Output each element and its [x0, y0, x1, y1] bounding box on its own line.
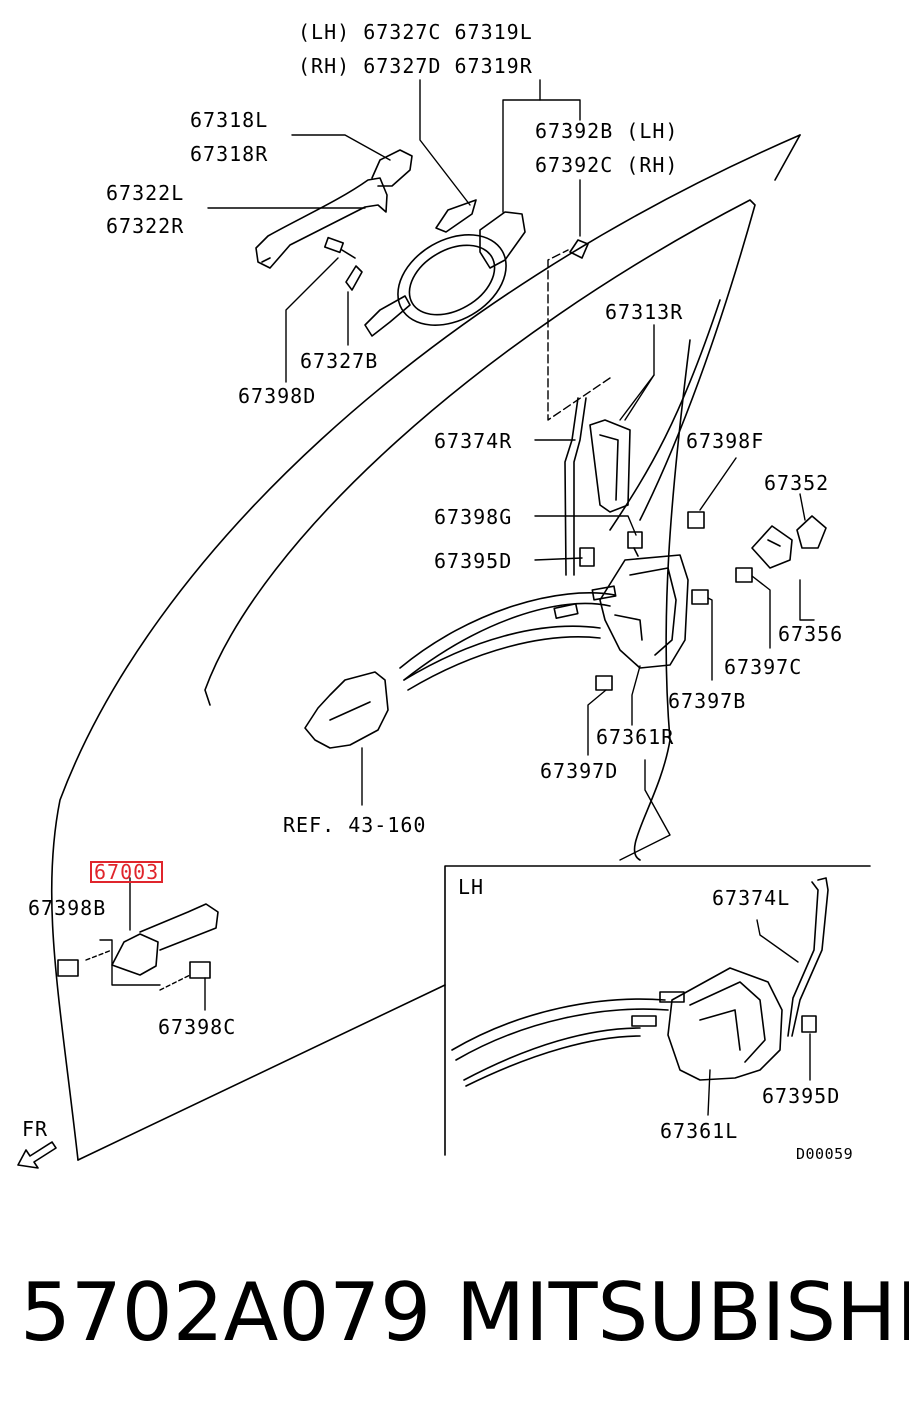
handle-cap-icon: [435, 199, 477, 233]
label-67361l: 67361L: [660, 1119, 739, 1143]
cable-upper-2: [403, 602, 611, 681]
label-ref-43-160: REF. 43-160: [283, 813, 427, 837]
label-d00059: D00059: [796, 1145, 854, 1163]
label-67398b: 67398B: [28, 896, 107, 920]
cable-lh-lower-2: [465, 1035, 641, 1087]
screw-67398f-icon: [687, 511, 705, 529]
cable-lower: [403, 625, 601, 681]
leader-lines-lh: [707, 919, 811, 1116]
cable-lh-upper-2: [455, 1008, 669, 1061]
label-fr: FR: [22, 1117, 49, 1141]
door-outline: [50, 134, 801, 1161]
bolt-67398b-icon: [57, 959, 79, 977]
brand-name: MITSUBISHI: [456, 1266, 909, 1359]
label-67361r: 67361R: [596, 725, 675, 749]
label-67327b: 67327B: [300, 349, 379, 373]
bolt-67398d-icon: [323, 236, 356, 259]
cable-lh-upper: [451, 998, 666, 1051]
window-inner-edge: [609, 299, 721, 531]
label-67398g: 67398G: [434, 505, 513, 529]
cable-end-fitting: [553, 603, 579, 619]
label-67398d: 67398D: [238, 384, 317, 408]
door-latch-67361r-icon: [599, 554, 689, 669]
window-glass-outline: [204, 199, 756, 706]
clip-67327b-icon: [345, 265, 363, 291]
label-67398c: 67398C: [158, 1015, 237, 1039]
link-67313r-icon: [589, 419, 631, 513]
label-67318l: 67318L: [190, 108, 269, 132]
screw-67397d-icon: [595, 675, 613, 691]
cable-lower-2: [407, 636, 601, 691]
label-67313r: 67313R: [605, 300, 684, 324]
label-67395d-lh: 67395D: [762, 1084, 841, 1108]
rod-67374l: [791, 877, 829, 1037]
striker-shim-67352-icon: [796, 515, 827, 549]
leader-lines: [85, 79, 815, 1011]
label-67356: 67356: [778, 622, 844, 646]
label-67392b: 67392B (LH): [535, 119, 679, 143]
label-67398f: 67398F: [686, 429, 765, 453]
striker-67356-icon: [751, 525, 793, 569]
handle-frame-icon: [364, 211, 526, 337]
parts-diagram: [17, 79, 871, 1169]
label-67318r: 67318R: [190, 142, 269, 166]
clip-67395d-lh-icon: [801, 1015, 817, 1033]
screw-67397b-icon: [691, 589, 709, 605]
cable-lh-fitting-2: [631, 1015, 657, 1027]
rod-67374l-2: [787, 881, 819, 1037]
part-number: 5702A079: [20, 1266, 432, 1359]
cable-lh-fitting: [659, 991, 685, 1003]
bolt-67398c-icon: [189, 961, 211, 979]
label-67374r: 67374R: [434, 429, 513, 453]
inside-handle-icon: [304, 671, 389, 749]
cable-lh-lower: [463, 1027, 641, 1081]
outer-door-handle-icon: [255, 149, 413, 269]
label-67003-highlighted: 67003: [90, 861, 164, 883]
label-67397c: 67397C: [724, 655, 803, 679]
front-arrow-icon: [17, 1141, 57, 1169]
door-latch-67361l-icon: [667, 967, 783, 1081]
label-67322l: 67322L: [106, 181, 185, 205]
label-lh-67327c-67319l: (LH) 67327C 67319L: [298, 20, 533, 44]
rod-67374r-2: [573, 397, 587, 576]
door-rear-edge: [633, 339, 691, 861]
label-67352: 67352: [764, 471, 830, 495]
rod-67374r: [564, 397, 579, 576]
label-67374l: 67374L: [712, 886, 791, 910]
clip-67395d-icon: [579, 547, 595, 567]
inset-frame: [77, 865, 871, 1161]
door-check-67003-icon: [111, 903, 219, 976]
screw-67397c-icon: [735, 567, 753, 583]
label-inset-lh: LH: [458, 875, 485, 899]
screw-67398g-icon: [627, 531, 643, 557]
label-67322r: 67322R: [106, 214, 185, 238]
label-67397d: 67397D: [540, 759, 619, 783]
label-67397b: 67397B: [668, 689, 747, 713]
label-rh-67327d-67319r: (RH) 67327D 67319R: [298, 54, 533, 78]
cable-end-fitting-2: [591, 585, 617, 601]
label-67392c: 67392C (RH): [535, 153, 679, 177]
clip-67392-icon: [569, 239, 589, 259]
door-outline-upper: [774, 134, 801, 181]
label-67395d: 67395D: [434, 549, 513, 573]
